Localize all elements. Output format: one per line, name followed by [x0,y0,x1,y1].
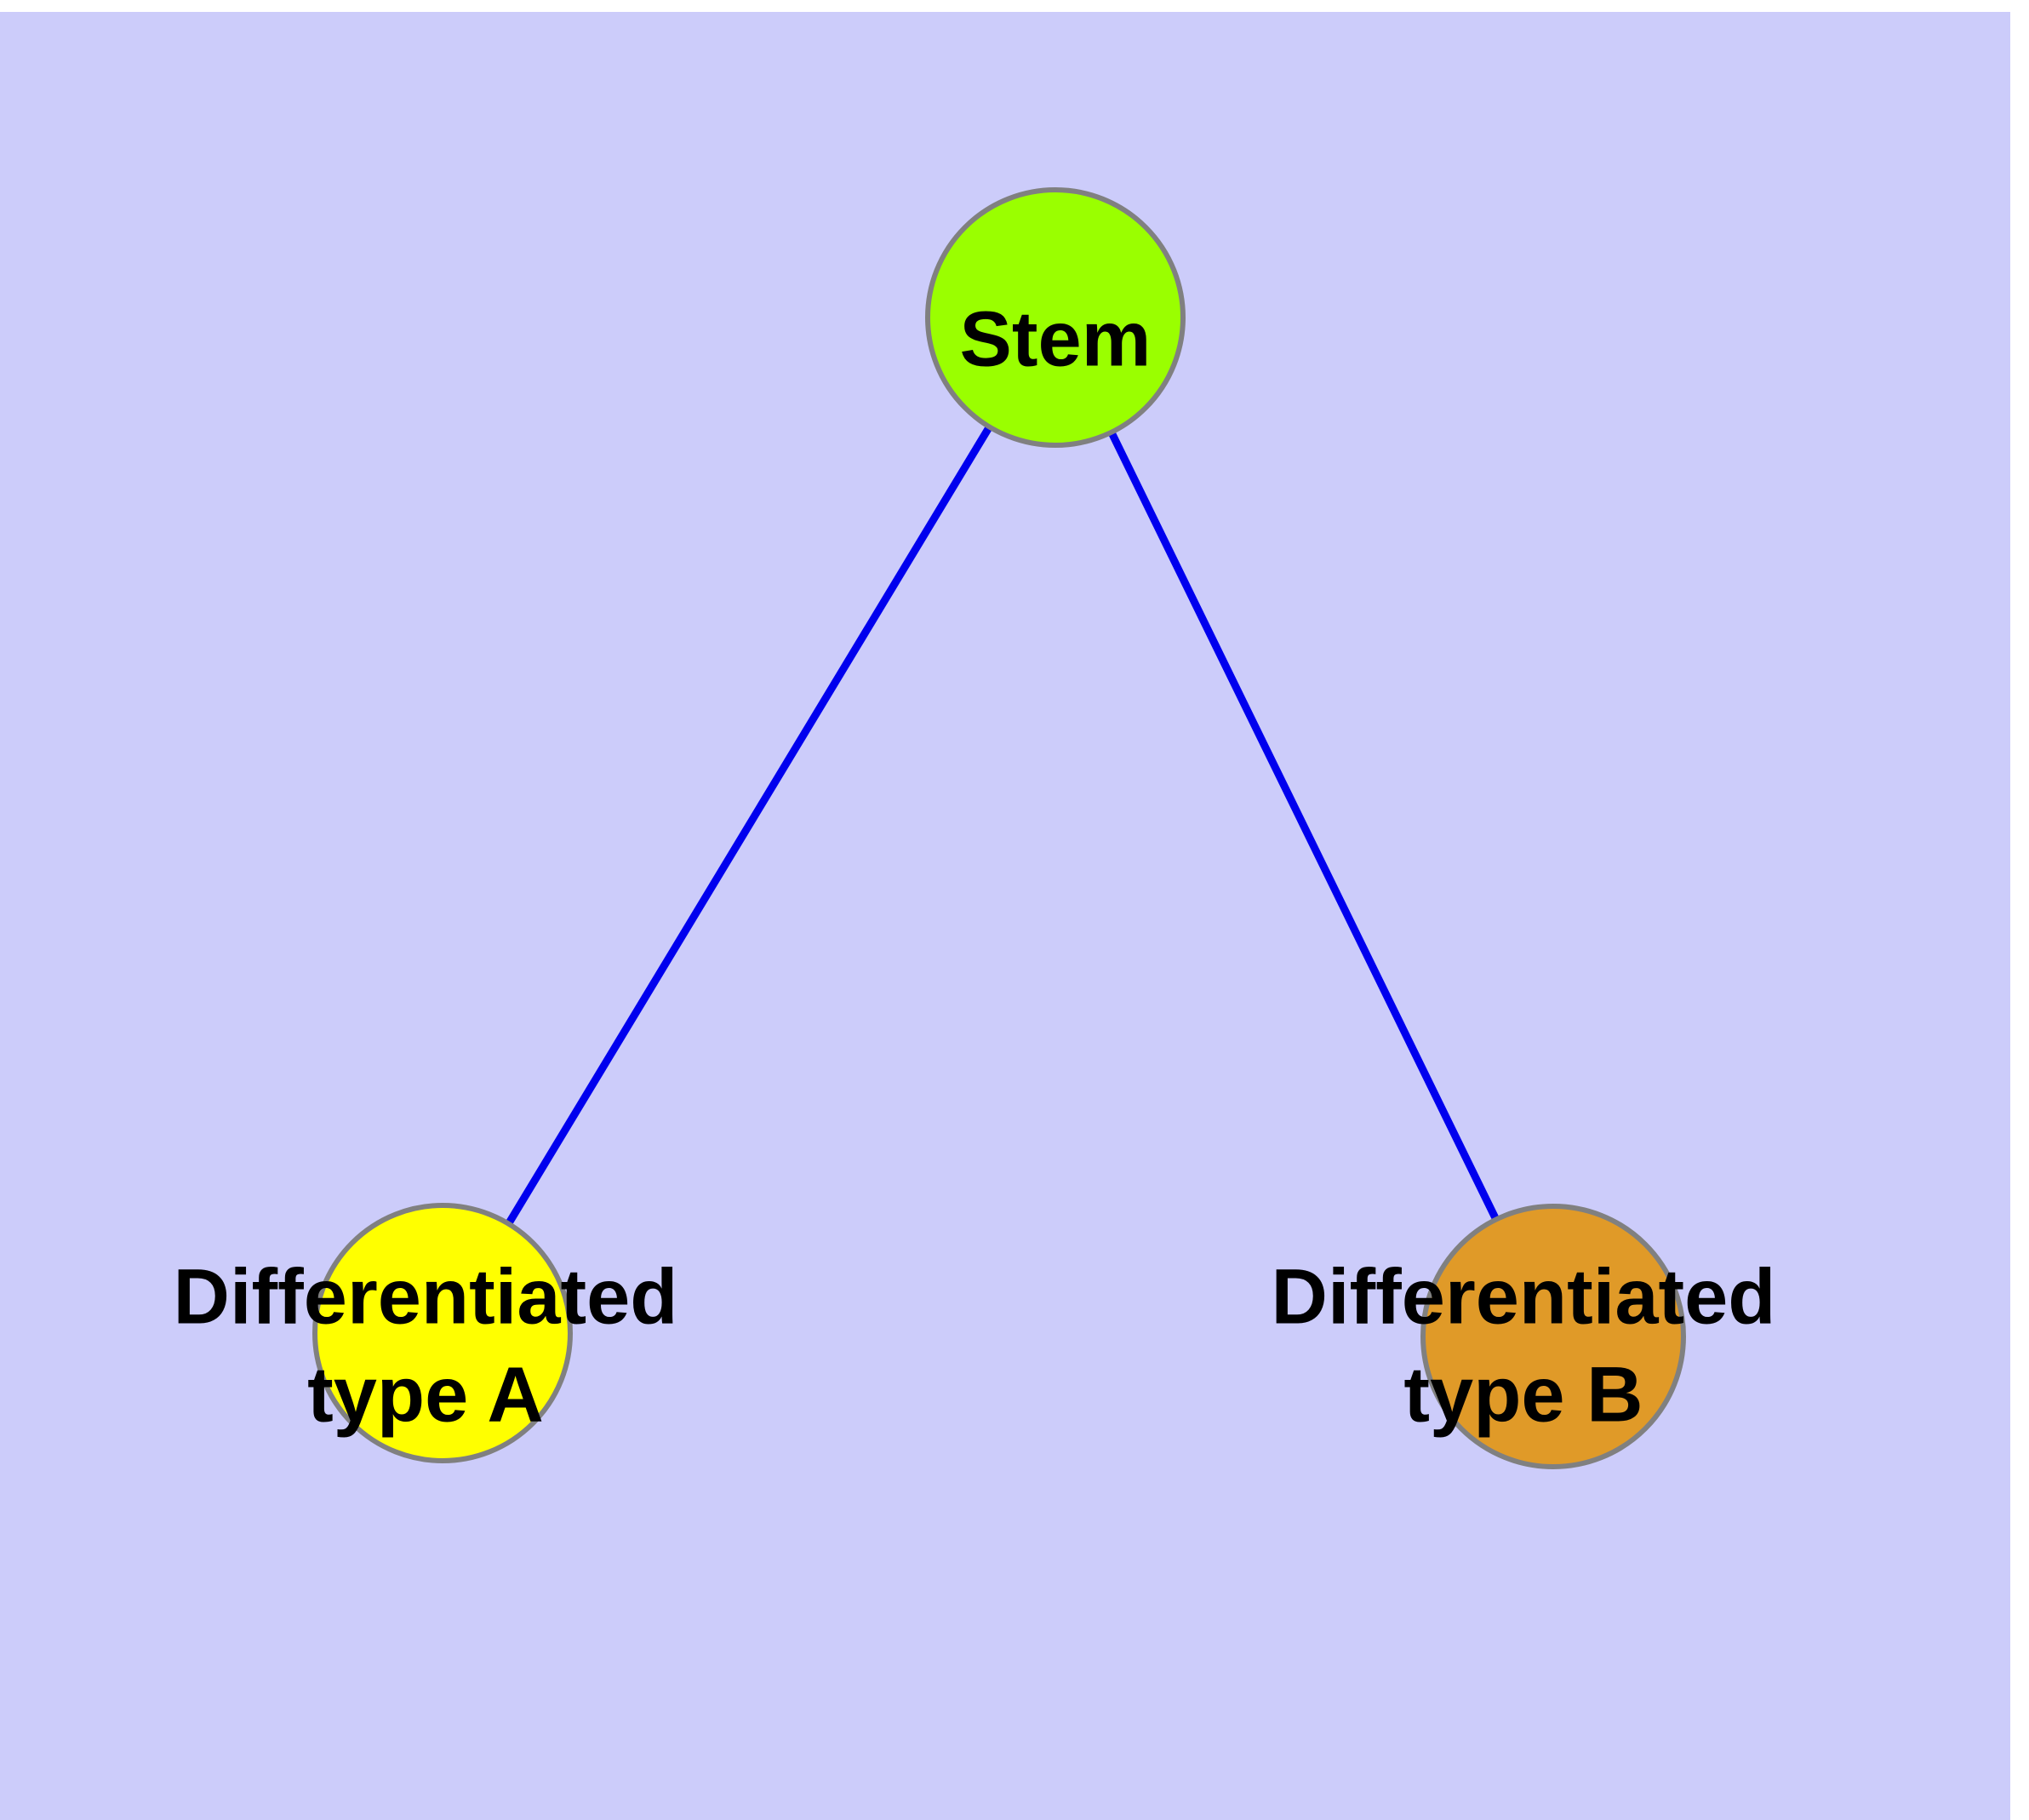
node-label-differentiated-type-b-line2: type B [1403,1351,1643,1438]
node-label-differentiated-type-b-line1: Differentiated [1272,1253,1776,1340]
node-differentiated-type-b[interactable] [1420,1204,1686,1469]
node-differentiated-type-a[interactable] [312,1203,573,1463]
node-stem[interactable] [925,187,1186,448]
node-label-differentiated-type-a-line1: Differentiated [174,1253,678,1340]
edge-layer [439,315,1557,1338]
node-circle-differentiated-type-b[interactable] [1420,1204,1686,1469]
node-label-stem: Stem [960,295,1152,382]
node-circle-differentiated-type-a[interactable] [312,1203,573,1463]
edge-stem-to-differentiated-type-a[interactable] [439,315,1059,1336]
node-label-differentiated-type-a-line2: type A [307,1351,544,1438]
node-circle-stem[interactable] [925,187,1186,448]
edge-stem-to-differentiated-type-b[interactable] [1051,316,1557,1338]
label-layer: Stem Differentiated type A Differentiate… [174,295,1776,1438]
